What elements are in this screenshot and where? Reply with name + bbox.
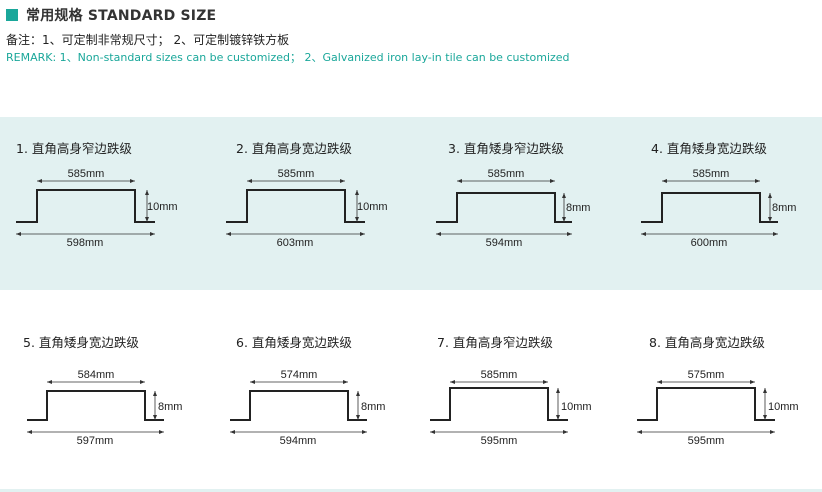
spec-band-top [0, 117, 822, 290]
bottom-width-label: 597mm [77, 435, 114, 447]
bottom-divider [0, 489, 822, 492]
bottom-width-label: 595mm [688, 435, 725, 447]
spec-panel-7: 7. 直角高身窄边跌级 585mm 10mm 595mm [430, 332, 630, 472]
spec-panel-5: 5. 直角矮身宽边跌级 584mm 8mm 597mm [23, 332, 227, 472]
spec-panel-8: 8. 直角高身宽边跌级 575mm 10mm 595mm [637, 332, 822, 472]
height-label: 8mm [566, 202, 590, 214]
spec-label: 1. 直角高身窄边跌级 [16, 141, 132, 156]
profile-diagram: 584mm 8mm 597mm [27, 369, 182, 447]
bottom-width-label: 594mm [486, 237, 523, 249]
spec-panel-2: 2. 直角高身宽边跌级 585mm 10mm 603mm [226, 138, 426, 278]
bottom-width-label: 594mm [280, 435, 317, 447]
height-label: 8mm [361, 401, 385, 413]
bottom-width-label: 595mm [481, 435, 518, 447]
height-label: 10mm [147, 201, 178, 213]
top-width-label: 585mm [693, 168, 730, 180]
spec-panel-6: 6. 直角矮身宽边跌级 574mm 8mm 594mm [230, 332, 430, 472]
spec-label: 4. 直角矮身宽边跌级 [651, 141, 767, 156]
top-width-label: 585mm [488, 168, 525, 180]
spec-label: 3. 直角矮身窄边跌级 [448, 141, 564, 156]
bottom-width-label: 600mm [691, 237, 728, 249]
title-square-icon [6, 9, 18, 21]
note-text: 备注：1、可定制非常规尺寸； 2、可定制镀锌铁方板 [6, 33, 290, 47]
page-title: 常用规格 STANDARD SIZE [26, 8, 217, 24]
profile-diagram: 585mm 10mm 598mm [16, 168, 178, 249]
spec-panel-4: 4. 直角矮身宽边跌级 585mm 8mm 600mm [641, 138, 822, 278]
spec-label: 2. 直角高身宽边跌级 [236, 141, 352, 156]
profile-diagram: 585mm 8mm 600mm [641, 168, 796, 249]
height-label: 10mm [357, 201, 388, 213]
height-label: 10mm [768, 401, 799, 413]
top-width-label: 585mm [481, 369, 518, 381]
profile-diagram: 585mm 8mm 594mm [436, 168, 590, 249]
spec-label: 7. 直角高身窄边跌级 [437, 335, 553, 350]
bottom-width-label: 603mm [277, 237, 314, 249]
spec-label: 8. 直角高身宽边跌级 [649, 335, 765, 350]
profile-diagram: 575mm 10mm 595mm [637, 369, 799, 447]
header: 常用规格 STANDARD SIZE 备注：1、可定制非常规尺寸； 2、可定制镀… [6, 4, 816, 65]
spec-panel-3: 3. 直角矮身窄边跌级 585mm 8mm 594mm [436, 138, 636, 278]
profile-diagram: 585mm 10mm 603mm [226, 168, 388, 249]
remark-text: REMARK: 1、Non-standard sizes can be cust… [6, 51, 570, 64]
profile-diagram: 585mm 10mm 595mm [430, 369, 592, 447]
spec-panel-1: 1. 直角高身窄边跌级 585mm 10mm 598mm [16, 138, 216, 278]
top-width-label: 575mm [688, 369, 725, 381]
title-row: 常用规格 STANDARD SIZE [6, 4, 816, 26]
height-label: 10mm [561, 401, 592, 413]
top-width-label: 585mm [278, 168, 315, 180]
top-width-label: 584mm [78, 369, 115, 381]
height-label: 8mm [772, 202, 796, 214]
bottom-width-label: 598mm [67, 237, 104, 249]
spec-label: 6. 直角矮身宽边跌级 [236, 335, 352, 350]
spec-label: 5. 直角矮身宽边跌级 [23, 335, 139, 350]
profile-diagram: 574mm 8mm 594mm [230, 369, 385, 447]
top-width-label: 585mm [68, 168, 105, 180]
height-label: 8mm [158, 401, 182, 413]
top-width-label: 574mm [281, 369, 318, 381]
